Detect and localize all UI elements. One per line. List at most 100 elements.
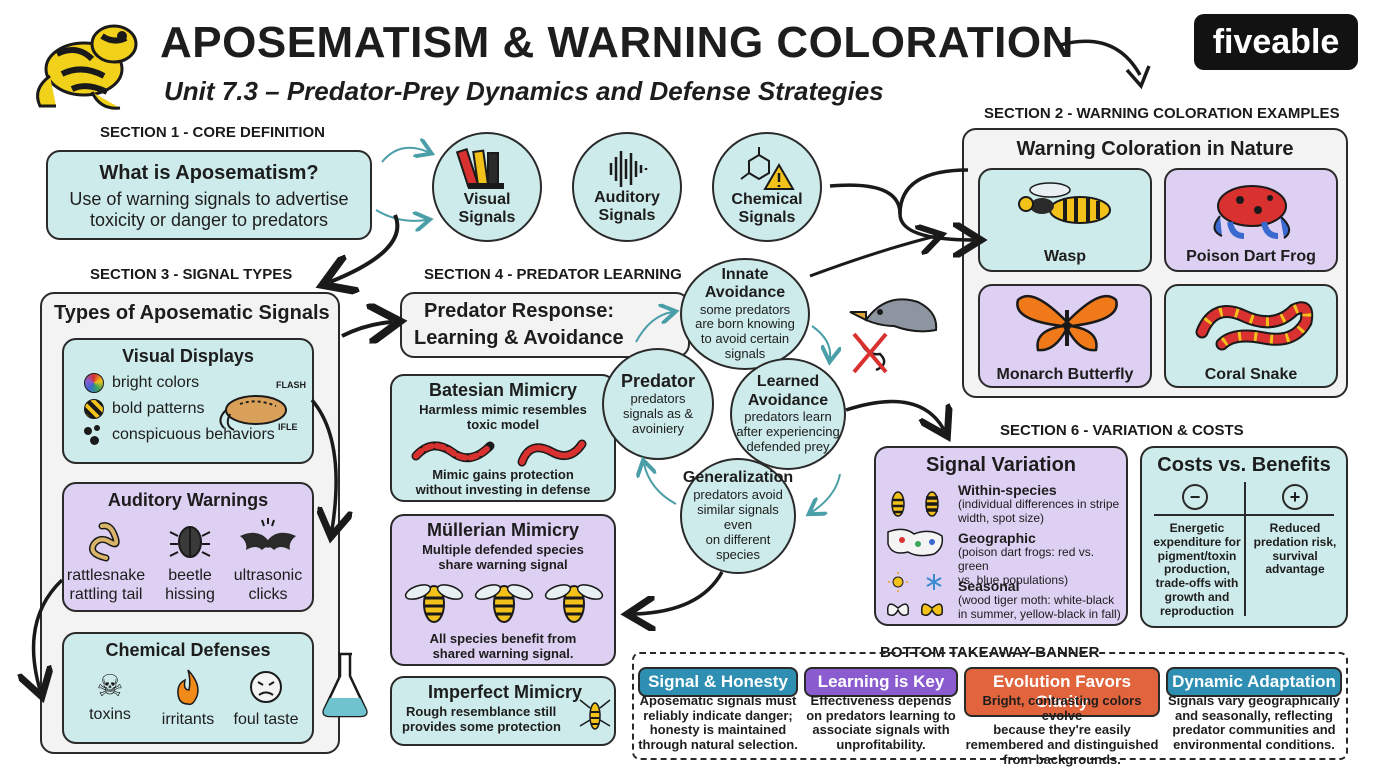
variation-geographic: Geographic (poison dart frogs: red vs. g… <box>958 530 1128 587</box>
example-wasp[interactable]: Wasp <box>978 168 1152 272</box>
banner-text-line: Aposematic signals must <box>639 693 797 708</box>
visual-signals-line2: Signals <box>458 209 516 226</box>
auditory-beetle: beetle hissing <box>148 518 232 604</box>
fiveable-logo[interactable]: fiveable <box>1194 14 1358 70</box>
geographic-desc-1: (poison dart frogs: red vs. green <box>958 545 1095 573</box>
banner-text-line: from backgrounds. <box>1003 751 1121 767</box>
banner-card-signal-honesty: Signal & Honesty <box>638 667 798 697</box>
example-monarch-butterfly[interactable]: Monarch Butterfly <box>978 284 1152 388</box>
auditory-signals-circle[interactable]: Auditory Signals <box>572 132 682 242</box>
auditory-warnings-title: Auditory Warnings <box>107 490 269 510</box>
learned-line-2: after experiencing <box>736 423 840 439</box>
chemical-signals-circle[interactable]: Chemical Signals <box>712 132 822 242</box>
beetle-label-1: beetle <box>168 567 212 585</box>
mullerian-title: Müllerian Mimicry <box>426 520 580 540</box>
chemical-signals-line1: Chemical <box>731 190 803 208</box>
benefit-line: Reduced <box>1269 521 1321 535</box>
batesian-line-1: Harmless mimic resembles <box>419 402 587 417</box>
banner-card-learning: Learning is Key <box>804 667 958 697</box>
example-wasp-label: Wasp <box>1043 248 1087 265</box>
ultrasonic-label-1: ultrasonic <box>233 567 303 585</box>
signal-variation-title: Signal Variation <box>925 454 1077 476</box>
banner-text-line: Bright, contrasting colors evolve <box>982 693 1142 723</box>
chemical-foul-taste: foul taste <box>224 668 308 729</box>
generalization-line-2: similar signals even <box>697 501 779 532</box>
banner-text-line: because they're easily <box>993 722 1131 738</box>
color-swatch-icon <box>455 147 504 189</box>
cost-line: Energetic <box>1169 521 1225 535</box>
coral-snake-icon <box>1195 301 1314 351</box>
innate-title-1: Innate <box>721 265 769 283</box>
chemical-toxins: ☠ toxins <box>70 668 150 724</box>
flash-label-2: IFLE <box>278 422 298 432</box>
example-monarch-butterfly-label: Monarch Butterfly <box>996 366 1134 383</box>
batesian-line-3: Mimic gains protection <box>432 467 574 482</box>
within-species-title: Within-species <box>958 482 1057 498</box>
wasp-variation-icon <box>891 491 939 517</box>
batesian-line-4: without investing in defense <box>415 482 591 497</box>
chemical-irritants: irritants <box>148 668 228 729</box>
geographic-title: Geographic <box>958 530 1036 546</box>
generalization-title: Generalization <box>682 469 794 487</box>
example-coral-snake[interactable]: Coral Snake <box>1164 284 1338 388</box>
imperfect-title: Imperfect Mimicry <box>428 682 583 702</box>
innate-avoidance-circle: Innate Avoidance some predators are born… <box>680 258 810 370</box>
banner-text-line: reliably indicate danger; <box>643 707 793 723</box>
imperfect-line-1: Rough resemblance still <box>406 704 557 719</box>
seasonal-desc-1: (wood tiger moth: white-black <box>958 593 1115 608</box>
definition-body-1: Use of warning signals to advertise <box>69 189 349 209</box>
seasonal-desc-2: in summer, yellow-black in fall) <box>958 606 1121 621</box>
wasp-icon <box>1018 182 1111 224</box>
batesian-title: Batesian Mimicry <box>428 380 578 400</box>
banner-text-line: remembered and distinguished <box>965 737 1159 753</box>
banner-text-line: through natural selection. <box>638 737 798 753</box>
within-species-desc-2: width, spot size) <box>958 510 1045 525</box>
visual-displays-title: Visual Displays <box>122 346 254 366</box>
example-coral-snake-label: Coral Snake <box>1204 366 1298 383</box>
visual-signals-line1: Visual <box>463 190 511 208</box>
visual-item-conspicuous: conspicuous behaviors <box>84 425 312 445</box>
seasonal-title: Seasonal <box>958 578 1020 594</box>
cost-line: growth and <box>1164 589 1230 604</box>
visual-item-bright-colors: bright colors <box>84 373 312 393</box>
predator-line-2: signals as & <box>622 405 694 421</box>
geographic-desc-2: vs. blue populations) <box>958 572 1069 587</box>
section6-label: SECTION 6 - VARIATION & COSTS <box>1000 422 1244 439</box>
predator-response-title-2: Learning & Avoidance <box>414 327 624 349</box>
mimic-snakes-icon <box>411 439 587 467</box>
page-subtitle: Unit 7.3 – Predator-Prey Dynamics and De… <box>164 76 884 106</box>
section3-label: SECTION 3 - SIGNAL TYPES <box>90 266 293 283</box>
batesian-mimicry-card: Batesian Mimicry Harmless mimic resemble… <box>390 374 616 502</box>
dots-icon <box>84 425 104 445</box>
banner-text-line: Effectiveness depends <box>810 693 952 708</box>
visual-signals-circle[interactable]: Visual Signals <box>432 132 542 242</box>
banner-text-line: unprofitability. <box>836 737 926 753</box>
banner-card-learning-body: Effectiveness depends on predators learn… <box>804 693 958 753</box>
banner-card-dynamic-body: Signals vary geographically and seasonal… <box>1166 693 1342 753</box>
learned-title-1: Learned <box>756 373 820 391</box>
predator-title: Predator <box>620 371 696 392</box>
mullerian-line-1: Multiple defended species <box>422 542 584 557</box>
banner-text-line: on predators learning to <box>806 707 956 723</box>
auditory-ultrasonic: ultrasonic clicks <box>228 518 308 604</box>
definition-card: What is Aposematism? Use of warning sign… <box>46 150 372 240</box>
predator-circle: Predator predators signals as & avoinier… <box>602 348 714 460</box>
cost-line: reproduction <box>1160 603 1234 618</box>
generalization-circle: Generalization predators avoid similar s… <box>680 458 796 574</box>
innate-line-1: some predators <box>699 301 791 317</box>
warning-coloration-title: Warning Coloration in Nature <box>1016 138 1294 160</box>
benefit-line: survival <box>1272 548 1318 563</box>
predator-response-title-1: Predator Response: <box>424 300 615 322</box>
learned-line-1: predators learn <box>744 408 832 424</box>
predator-line-3: avoiniery <box>631 420 685 436</box>
banner-card-evolution-body: Bright, contrasting colors evolve becaus… <box>964 693 1160 767</box>
title-arrow <box>1059 39 1151 90</box>
ultrasonic-label-2: clicks <box>248 585 288 603</box>
chemical-foul-taste-label: foul taste <box>233 711 299 728</box>
example-poison-dart-frog[interactable]: Poison Dart Frog <box>1164 168 1338 272</box>
innate-line-2: are born knowing <box>695 316 795 332</box>
poison-frog-icon <box>36 24 138 110</box>
innate-line-3: to avoid certain <box>700 331 790 347</box>
cost-line: production, <box>1164 562 1230 577</box>
cost-line: expenditure for <box>1153 534 1241 549</box>
